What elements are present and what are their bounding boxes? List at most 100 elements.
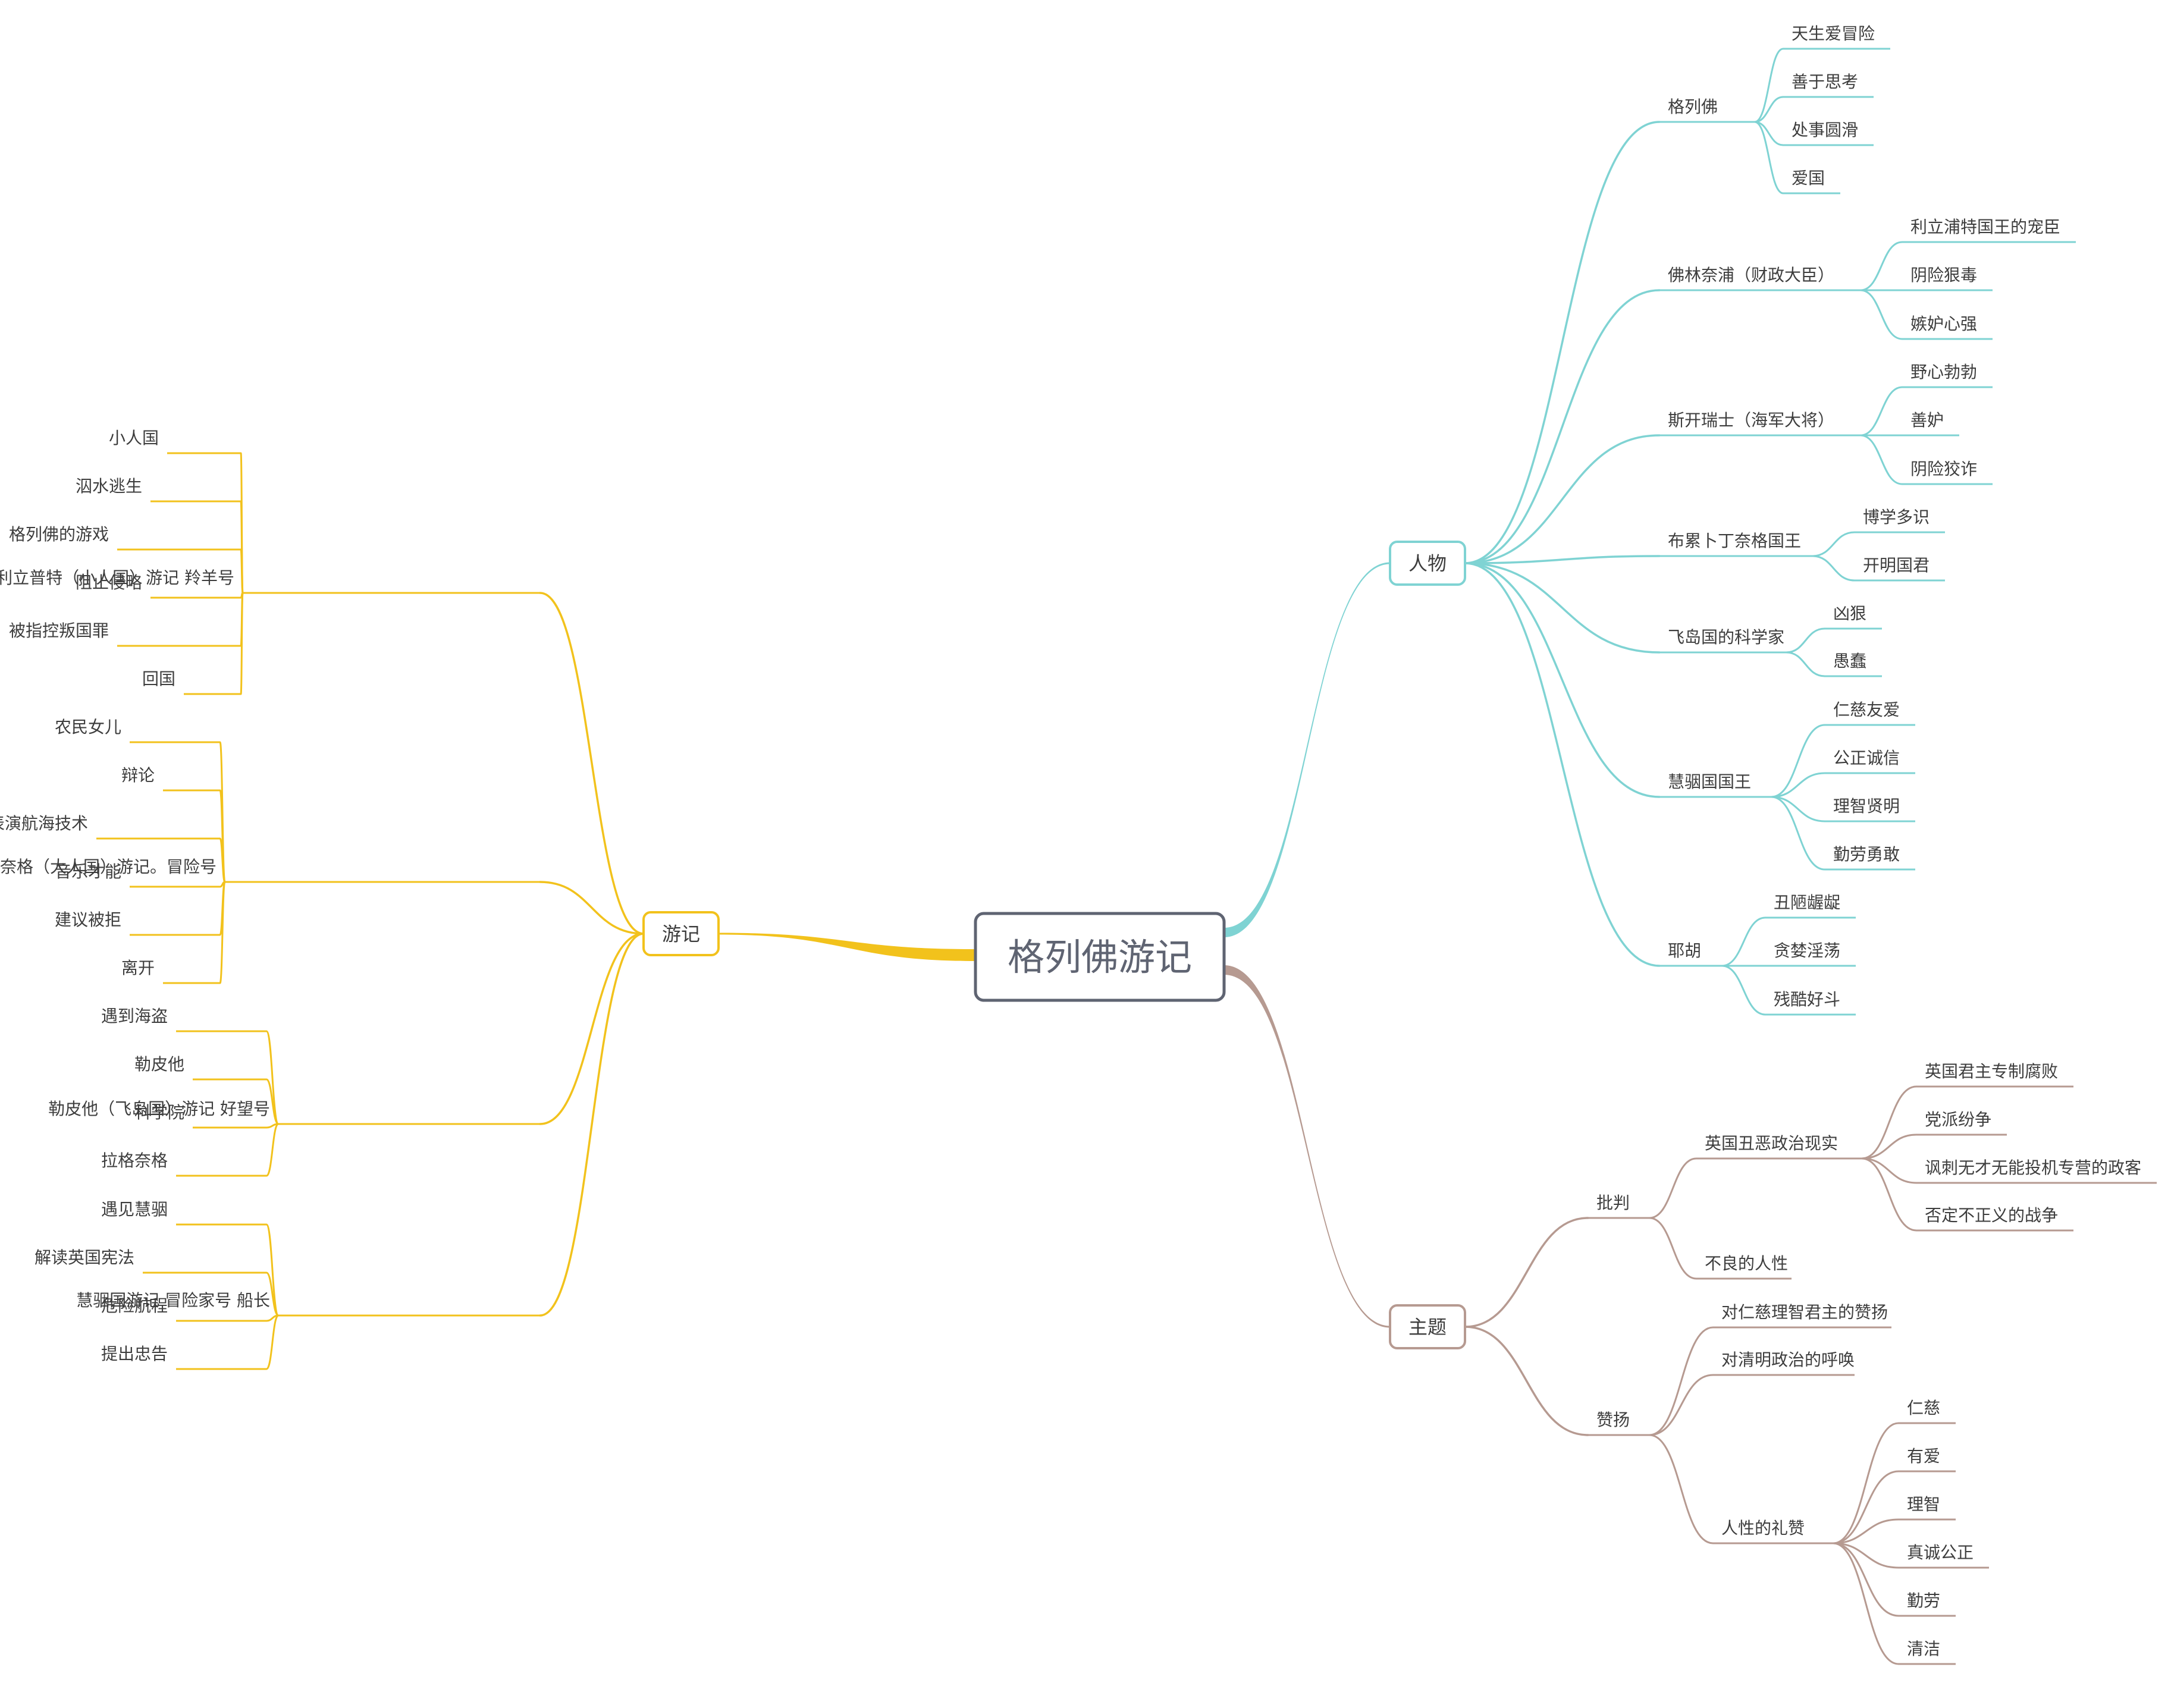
people-node-1[interactable]: 佛林奈浦（财政大臣） xyxy=(1659,265,1861,291)
theme-leaf-1-2-0-label: 仁慈 xyxy=(1907,1398,1940,1418)
people-node-4[interactable]: 飞岛国的科学家 xyxy=(1659,627,1786,654)
travel-leaf-1-2[interactable]: 表演航海技术 xyxy=(0,814,220,840)
travel-leaf-1-1[interactable]: 辩论 xyxy=(121,765,220,792)
people-leaf-5-3[interactable]: 勤劳勇敢 xyxy=(1825,844,1915,871)
theme-node-0-0[interactable]: 英国丑恶政治现实 xyxy=(1696,1134,1862,1160)
people-leaf-5-0[interactable]: 仁慈友爱 xyxy=(1825,700,1915,726)
theme-node-0[interactable]: 批判 xyxy=(1588,1193,1649,1219)
people-node-6[interactable]: 耶胡 xyxy=(1659,941,1722,967)
people-leaf-6-0[interactable]: 丑陋龌龊 xyxy=(1765,893,1856,919)
travel-node-1[interactable]: 布罗卜丁奈格（大人国）游记。冒险号 xyxy=(0,857,540,883)
travel-leaf-3-2[interactable]: 危险航程 xyxy=(101,1296,266,1322)
people-leaf-6-2[interactable]: 残酷好斗 xyxy=(1765,990,1856,1016)
travel-node-2[interactable]: 勒皮他（飞岛国）游记 好望号 xyxy=(48,1099,540,1125)
travel-leaf-2-1-label: 勒皮他 xyxy=(134,1054,184,1074)
travel-leaf-0-5-label: 回国 xyxy=(142,669,175,689)
branch-travel-label: 游记 xyxy=(662,923,700,946)
theme-leaf-1-2-4[interactable]: 勤劳 xyxy=(1899,1591,1956,1617)
branch-travel[interactable]: 游记 xyxy=(642,911,720,956)
theme-leaf-1-2-1[interactable]: 有爱 xyxy=(1899,1446,1956,1472)
travel-leaf-3-1-label: 解读英国宪法 xyxy=(34,1248,134,1267)
travel-leaf-3-2-label: 危险航程 xyxy=(101,1296,168,1315)
root-node[interactable]: 格列佛游记 xyxy=(974,912,1226,1002)
theme-leaf-1-2-5[interactable]: 清洁 xyxy=(1899,1639,1956,1665)
people-leaf-0-2[interactable]: 处事圆滑 xyxy=(1783,120,1874,146)
people-leaf-2-2[interactable]: 阴险狡诈 xyxy=(1902,459,1993,485)
travel-leaf-1-2-label: 表演航海技术 xyxy=(0,814,88,833)
travel-leaf-0-1[interactable]: 泅水逃生 xyxy=(76,476,241,503)
people-leaf-3-1[interactable]: 开明国君 xyxy=(1855,555,1945,582)
people-node-0-label: 格列佛 xyxy=(1668,97,1718,117)
people-leaf-5-2[interactable]: 理智贤明 xyxy=(1825,796,1915,822)
people-leaf-4-0[interactable]: 凶狠 xyxy=(1825,604,1882,630)
travel-leaf-2-1[interactable]: 勒皮他 xyxy=(134,1054,266,1081)
people-leaf-0-1[interactable]: 善于思考 xyxy=(1783,72,1874,98)
people-leaf-1-1[interactable]: 阴险狠毒 xyxy=(1902,265,1993,291)
travel-leaf-0-5[interactable]: 回国 xyxy=(142,669,241,695)
people-leaf-2-0-label: 野心勃勃 xyxy=(1910,362,1977,382)
travel-leaf-2-0[interactable]: 遇到海盗 xyxy=(101,1006,266,1032)
travel-leaf-0-2[interactable]: 格列佛的游戏 xyxy=(9,525,241,551)
people-leaf-3-0[interactable]: 博学多识 xyxy=(1855,507,1945,533)
people-leaf-6-2-label: 残酷好斗 xyxy=(1774,990,1840,1009)
people-node-5[interactable]: 慧骃国国王 xyxy=(1659,772,1771,798)
people-node-0[interactable]: 格列佛 xyxy=(1659,97,1755,123)
people-leaf-0-3[interactable]: 爱国 xyxy=(1783,168,1840,194)
travel-leaf-1-0[interactable]: 农民女儿 xyxy=(55,717,220,743)
theme-node-1-2[interactable]: 人性的礼赞 xyxy=(1713,1518,1833,1544)
travel-leaf-2-3[interactable]: 拉格奈格 xyxy=(101,1151,266,1177)
people-node-6-label: 耶胡 xyxy=(1668,941,1701,960)
travel-leaf-1-3[interactable]: 音乐才能 xyxy=(55,862,220,888)
branch-theme[interactable]: 主题 xyxy=(1389,1304,1466,1349)
theme-leaf-1-2-0[interactable]: 仁慈 xyxy=(1899,1398,1956,1424)
theme-leaf-0-0-3[interactable]: 否定不正义的战争 xyxy=(1916,1205,2073,1232)
travel-leaf-1-4-label: 建议被拒 xyxy=(55,910,121,930)
theme-node-1-1[interactable]: 对清明政治的呼唤 xyxy=(1713,1350,1855,1376)
travel-leaf-1-4[interactable]: 建议被拒 xyxy=(55,910,220,936)
theme-leaf-1-2-2[interactable]: 理智 xyxy=(1899,1494,1956,1521)
travel-leaf-3-3[interactable]: 提出忠告 xyxy=(101,1344,266,1370)
theme-node-1[interactable]: 赞扬 xyxy=(1588,1410,1649,1436)
people-leaf-1-2[interactable]: 嫉妒心强 xyxy=(1902,314,1993,340)
travel-leaf-1-3-label: 音乐才能 xyxy=(55,862,121,881)
branch-theme-box xyxy=(1389,1304,1466,1349)
travel-leaf-2-2[interactable]: 科学院 xyxy=(134,1103,266,1129)
people-node-4-label: 飞岛国的科学家 xyxy=(1668,627,1784,647)
people-node-3[interactable]: 布累卜丁奈格国王 xyxy=(1659,531,1812,557)
people-leaf-2-0[interactable]: 野心勃勃 xyxy=(1902,362,1993,388)
travel-leaf-0-4[interactable]: 被指控叛国罪 xyxy=(9,621,241,647)
travel-node-0[interactable]: 利立普特（小人国）游记 羚羊号 xyxy=(0,568,540,594)
travel-leaf-0-0[interactable]: 小人国 xyxy=(109,428,241,454)
travel-leaf-2-3-label: 拉格奈格 xyxy=(101,1151,168,1170)
theme-leaf-0-0-2[interactable]: 讽刺无才无能投机专营的政客 xyxy=(1916,1158,2157,1184)
people-leaf-0-0[interactable]: 天生爱冒险 xyxy=(1783,24,1890,50)
people-node-2[interactable]: 斯开瑞士（海军大将） xyxy=(1659,410,1861,437)
theme-leaf-1-2-3[interactable]: 真诚公正 xyxy=(1899,1543,1989,1569)
branch-people[interactable]: 人物 xyxy=(1389,541,1466,586)
theme-leaf-0-0-0-label: 英国君主专制腐败 xyxy=(1925,1062,2058,1081)
theme-node-0-1[interactable]: 不良的人性 xyxy=(1696,1254,1792,1280)
people-leaf-4-1[interactable]: 愚蠢 xyxy=(1825,651,1882,677)
people-leaf-1-0-label: 利立浦特国王的宠臣 xyxy=(1910,217,2060,237)
travel-leaf-3-1[interactable]: 解读英国宪法 xyxy=(34,1248,266,1274)
travel-node-3[interactable]: 慧骃国游记 冒险家号 船长 xyxy=(76,1291,540,1317)
people-leaf-5-1[interactable]: 公正诚信 xyxy=(1825,748,1915,774)
theme-node-1-0[interactable]: 对仁慈理智君主的赞扬 xyxy=(1713,1302,1891,1329)
people-leaf-3-1-label: 开明国君 xyxy=(1863,555,1930,575)
travel-leaf-3-0[interactable]: 遇见慧骃 xyxy=(101,1200,266,1226)
theme-node-1-1-label: 对清明政治的呼唤 xyxy=(1721,1350,1855,1370)
people-leaf-6-0-label: 丑陋龌龊 xyxy=(1774,893,1840,912)
people-leaf-6-1[interactable]: 贪婪淫荡 xyxy=(1765,941,1856,967)
travel-leaf-0-3[interactable]: 阻止侵略 xyxy=(76,573,241,599)
root-title: 格列佛游记 xyxy=(1008,935,1192,979)
theme-leaf-0-0-1-label: 党派纷争 xyxy=(1925,1110,1991,1129)
people-node-2-label: 斯开瑞士（海军大将） xyxy=(1668,410,1834,430)
theme-leaf-0-0-0[interactable]: 英国君主专制腐败 xyxy=(1916,1062,2073,1088)
people-leaf-2-1[interactable]: 善妒 xyxy=(1902,410,1959,437)
theme-leaf-0-0-1[interactable]: 党派纷争 xyxy=(1916,1110,2007,1136)
travel-leaf-1-5[interactable]: 离开 xyxy=(121,958,220,984)
people-leaf-1-0[interactable]: 利立浦特国王的宠臣 xyxy=(1902,217,2076,243)
